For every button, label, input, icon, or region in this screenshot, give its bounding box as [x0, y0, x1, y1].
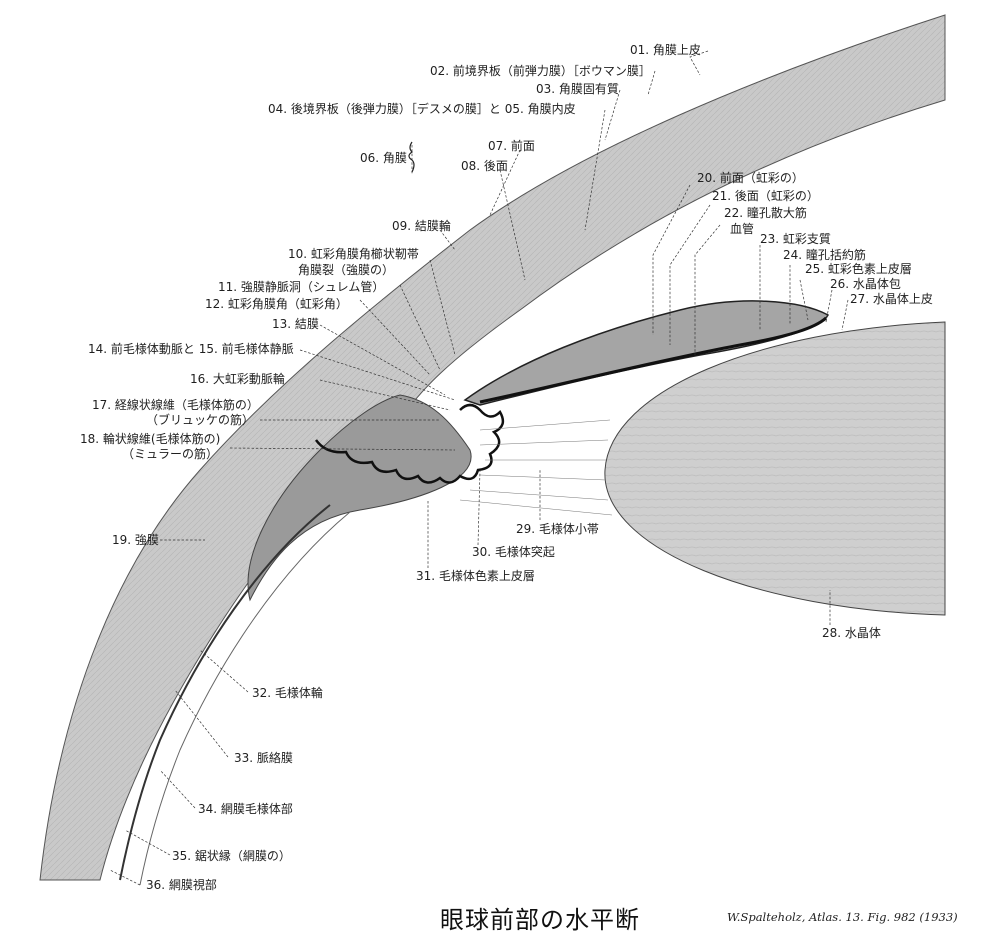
- label-01-corneal-epithelium: 01. 角膜上皮: [630, 43, 701, 57]
- label-11-schlemm-canal: 11. 強膜静脈洞（シュレム管）: [218, 279, 384, 294]
- label-17b-brucke-muscle: （ブリュッケの筋）: [146, 412, 254, 427]
- figure-title: 眼球前部の水平断: [440, 906, 640, 934]
- label-22b-vessel: 血管: [730, 221, 754, 236]
- ciliary-body: [247, 394, 472, 602]
- cornea-brace: [408, 141, 415, 173]
- label-27-lens-epithelium: 27. 水晶体上皮: [850, 292, 933, 306]
- figure-credit: W.Spalteholz, Atlas. 13. Fig. 982 (1933): [727, 910, 958, 924]
- label-19-sclera: 19. 強膜: [112, 533, 159, 547]
- label-04-05-descemet-endothelium: 04. 後境界板（後弾力膜）［デスメの膜］と 05. 角膜内皮: [268, 101, 576, 116]
- label-21-iris-posterior: 21. 後面（虹彩の）: [712, 189, 819, 203]
- label-35-ora-serrata: 35. 鋸状縁（網膜の）: [172, 848, 291, 863]
- label-23-iris-stroma: 23. 虹彩支質: [760, 231, 831, 246]
- iris-pigment-layer: [479, 316, 828, 404]
- label-36-optic-retina: 36. 網膜視部: [146, 877, 217, 892]
- label-17-meridional-fibers: 17. 経線状線維（毛様体筋の）: [92, 397, 259, 412]
- label-10b-scleral-spur: 角膜裂（強膜の）: [298, 263, 394, 277]
- label-13-conjunctiva: 13. 結膜: [272, 317, 319, 331]
- label-02-bowman-membrane: 02. 前境界板（前弾力膜）［ボウマン膜］: [430, 63, 651, 78]
- label-25-iris-pigment-epithelium: 25. 虹彩色素上皮層: [805, 262, 912, 276]
- lens: [604, 321, 946, 616]
- label-14-15-ciliary-vessels: 14. 前毛様体動脈と 15. 前毛様体静脈: [88, 341, 294, 356]
- choroid-retina: [119, 504, 331, 881]
- label-09-conjunctival-ring: 09. 結膜輪: [392, 218, 451, 233]
- label-32-orbiculus-ciliaris: 32. 毛様体輪: [252, 685, 323, 700]
- label-12-iridocorneal-angle: 12. 虹彩角膜角（虹彩角）: [205, 297, 348, 311]
- label-10-pectinate-ligament: 10. 虹彩角膜角櫛状靭帯: [288, 247, 419, 261]
- label-24-sphincter-muscle: 24. 瞳孔括約筋: [783, 247, 866, 262]
- label-06-cornea: 06. 角膜: [360, 151, 407, 165]
- label-28-lens: 28. 水晶体: [822, 626, 881, 640]
- label-29-zonule: 29. 毛様体小帯: [516, 522, 599, 536]
- label-30-ciliary-processes: 30. 毛様体突起: [472, 544, 555, 559]
- label-31-ciliary-pigment-epithelium: 31. 毛様体色素上皮層: [416, 569, 535, 583]
- label-22-dilator-muscle: 22. 瞳孔散大筋: [724, 205, 807, 220]
- label-08-posterior-surface: 08. 後面: [461, 159, 508, 173]
- label-33-choroid: 33. 脈絡膜: [234, 750, 293, 765]
- label-03-corneal-stroma: 03. 角膜固有質: [536, 81, 619, 96]
- label-07-anterior-surface: 07. 前面: [488, 138, 535, 153]
- ciliary-processes: [314, 403, 505, 484]
- label-26-lens-capsule: 26. 水晶体包: [830, 277, 901, 291]
- label-16-major-arterial-circle: 16. 大虹彩動脈輪: [190, 371, 285, 386]
- label-18b-muller-muscle: （ミュラーの筋）: [122, 446, 218, 461]
- label-34-ciliary-retina: 34. 網膜毛様体部: [198, 801, 293, 816]
- label-18-circular-fibers: 18. 輪状線維(毛様体筋の): [80, 431, 220, 446]
- label-20-iris-anterior: 20. 前面（虹彩の）: [697, 170, 804, 185]
- zonular-fibers: [459, 419, 613, 516]
